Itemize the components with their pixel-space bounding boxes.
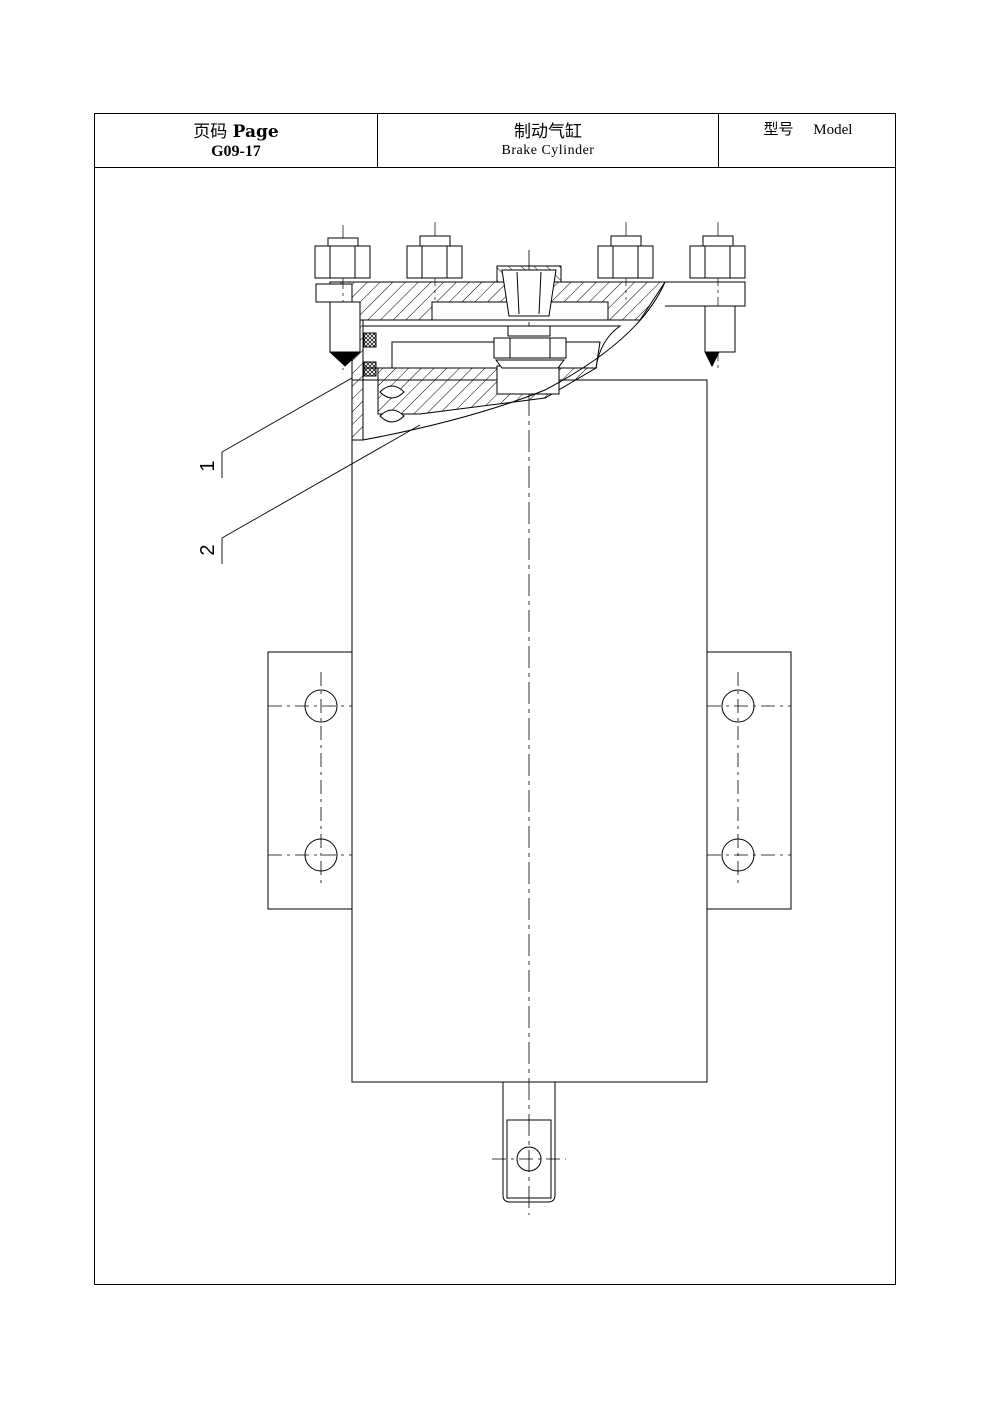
cover-plate-section xyxy=(315,265,746,321)
title-cn: 制动气缸 xyxy=(514,122,582,142)
left-mounting-bracket xyxy=(267,651,353,910)
stud-nut-1 xyxy=(314,225,371,370)
title-cell: 制动气缸 Brake Cylinder xyxy=(378,114,719,167)
stud-nut-3 xyxy=(597,222,654,300)
piston-nut xyxy=(493,325,567,369)
rod-clevis xyxy=(492,1082,566,1203)
model-label-en: Model xyxy=(813,122,853,138)
model-label-cn: 型号 xyxy=(763,122,794,138)
page-cell: 页码 Page G09-17 xyxy=(95,114,378,167)
stud-nut-4 xyxy=(689,222,746,370)
drawing-frame: 页码 Page G09-17 制动气缸 Brake Cylinder 型号 Mo… xyxy=(94,113,896,1285)
section-break-curve xyxy=(362,281,666,441)
page-label-en: Page xyxy=(232,122,279,142)
cylinder-body xyxy=(351,379,708,1083)
callout-1: 1 xyxy=(197,460,219,471)
piston-section xyxy=(362,325,622,423)
model-cell: 型号 Model xyxy=(719,114,897,167)
title-block: 页码 Page G09-17 制动气缸 Brake Cylinder 型号 Mo… xyxy=(95,114,895,168)
page-number: G09-17 xyxy=(211,143,261,160)
page-label-cn: 页码 xyxy=(193,122,228,142)
stud-nut-2 xyxy=(406,222,463,300)
right-mounting-bracket xyxy=(706,651,792,910)
callout-leaders xyxy=(221,377,421,564)
title-en: Brake Cylinder xyxy=(501,143,595,158)
callout-2: 2 xyxy=(197,544,219,555)
